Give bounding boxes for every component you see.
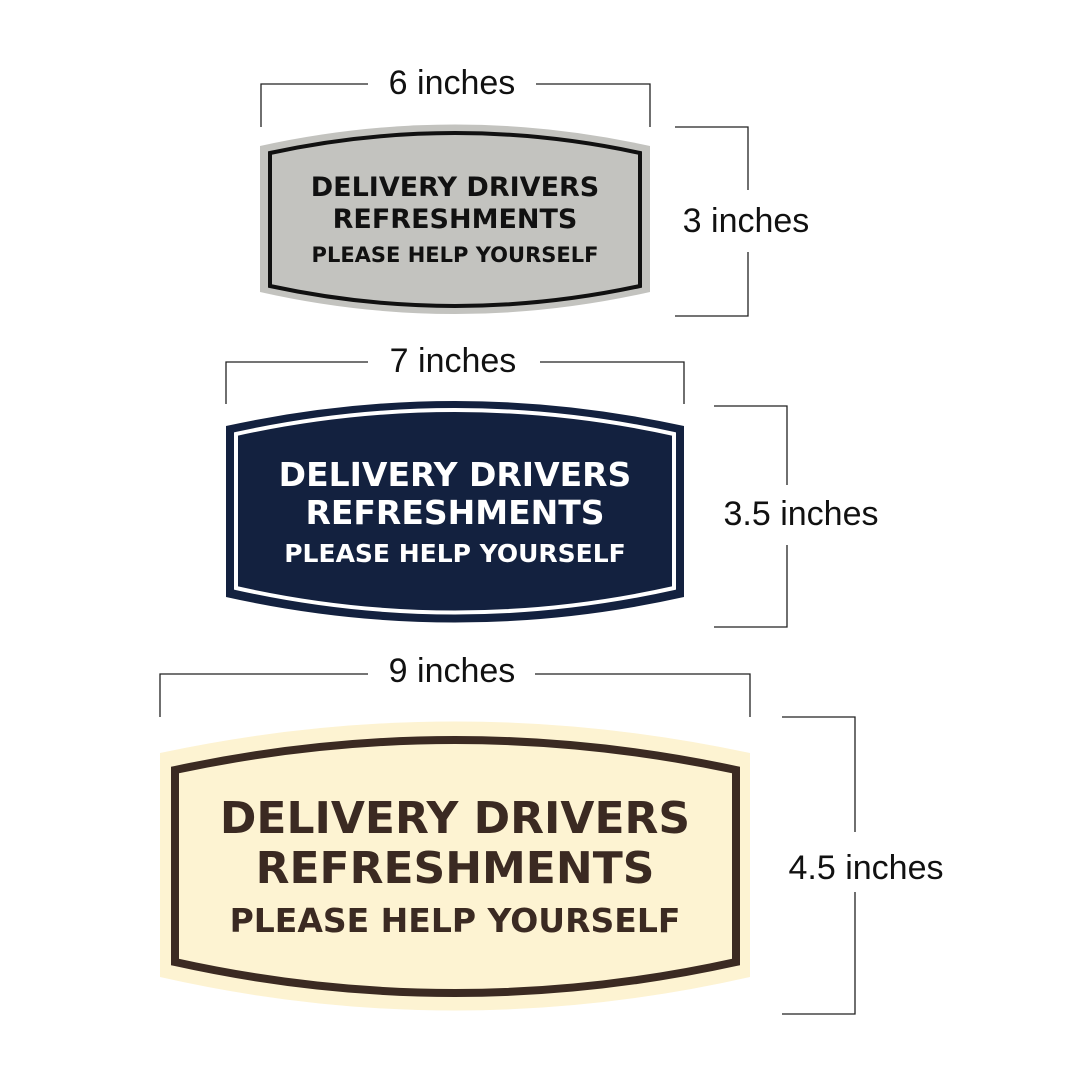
sign-line1-large: DELIVERY DRIVERS — [220, 793, 690, 844]
sign-large: 9 inches 4.5 inches DELIVERY DRIVERS REF… — [159, 652, 944, 1015]
height-dimension-medium — [714, 405, 788, 628]
sign-line3-medium: PLEASE HELP YOURSELF — [284, 539, 626, 568]
sign-border-medium — [234, 408, 676, 615]
sign-line1-small: DELIVERY DRIVERS — [311, 172, 600, 203]
height-dimension-small — [675, 126, 749, 317]
width-label-large: 9 inches — [389, 652, 516, 690]
width-dimension-large — [159, 673, 751, 717]
sign-plate-medium — [226, 401, 684, 623]
height-label-large: 4.5 inches — [789, 849, 944, 887]
sign-line3-small: PLEASE HELP YOURSELF — [312, 243, 599, 267]
sign-border-large — [171, 736, 740, 997]
width-label-small: 6 inches — [389, 64, 516, 102]
sign-plate-large — [160, 721, 750, 1011]
sign-line2-medium: REFRESHMENTS — [305, 493, 604, 532]
height-label-small: 3 inches — [683, 202, 810, 240]
sign-line2-large: REFRESHMENTS — [256, 843, 655, 894]
sign-line1-medium: DELIVERY DRIVERS — [279, 455, 632, 494]
width-label-medium: 7 inches — [390, 342, 517, 380]
sign-line3-large: PLEASE HELP YOURSELF — [230, 901, 681, 940]
sign-line2-small: REFRESHMENTS — [333, 204, 578, 235]
height-label-medium: 3.5 inches — [724, 495, 879, 533]
width-dimension-medium — [225, 361, 685, 404]
sign-border-small — [268, 131, 642, 308]
sign-medium: 7 inches 3.5 inches DELIVERY DRIVERS REF… — [225, 342, 879, 628]
height-dimension-large — [782, 716, 856, 1015]
sign-plate-small — [260, 124, 650, 314]
width-dimension-small — [260, 83, 651, 127]
sign-small: 6 inches 3 inches DELIVERY DRIVERS REFRE… — [260, 64, 810, 317]
